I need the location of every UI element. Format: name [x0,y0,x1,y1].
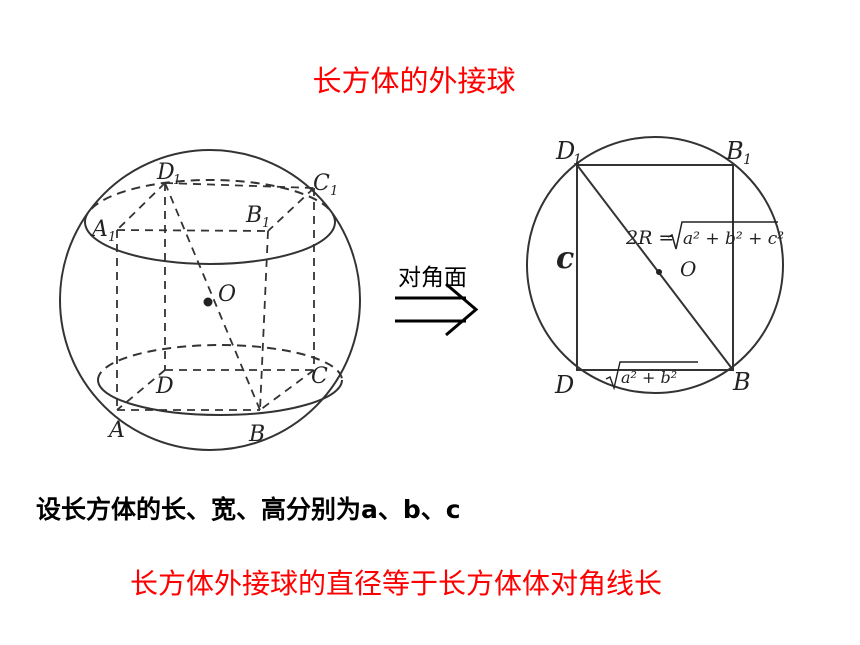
diagonal-formula-lhs: 2R = [625,227,674,249]
diagonal-radicand: a² + b² + c² [683,229,784,249]
label-A1-sub: 1 [108,230,116,245]
diagonal-rectangle [576,164,734,371]
center-point-O [203,297,213,307]
label-A: A [107,418,125,443]
right-figure-labels: D 1 B 1 D B O c 2R = a² + b² + c² a² + b… [554,137,784,399]
label-B1: B [245,203,262,228]
top-ellipse-front [84,221,336,265]
label-O-right: O [680,257,696,281]
bottom-radicand: a² + b² [621,368,677,387]
circumscribed-sphere [59,149,361,451]
rectangle-diagonal [576,164,734,371]
slide-title: 长方体的外接球 [312,64,516,98]
label-D1-right: D [555,137,575,165]
label-B-right: B [732,368,751,396]
top-ellipse-back [84,179,336,223]
side-c-label: c [556,241,574,276]
label-B: B [248,422,265,447]
cuboid-edges [116,182,315,411]
bottom-ellipse-front [97,379,343,416]
conclusion-text: 长方体外接球的直径等于长方体体对角线长 [130,567,663,600]
diagonal-sqrt-sign [667,221,778,250]
bottom-sqrt-sign [605,361,698,391]
cuboid-dimensions-statement: 设长方体的长、宽、高分别为a、b、c [36,495,461,524]
label-D1: D [156,160,175,185]
label-B1-right: B [725,137,744,165]
label-D1-right-sub: 1 [573,152,582,168]
label-D: D [155,374,174,399]
implies-arrow [395,282,479,337]
label-C: C [311,364,328,389]
label-B1-sub: 1 [262,216,270,231]
label-O: O [218,282,236,307]
label-D-right: D [554,371,574,399]
left-figure [59,149,361,451]
label-C1: C [313,171,330,196]
label-A1: A [90,217,108,242]
cross-section-circle [526,136,784,394]
arrow-label: 对角面 [398,265,467,291]
label-C1-sub: 1 [330,184,338,199]
right-figure [526,136,784,394]
bottom-ellipse-back [97,344,343,381]
label-B1-right-sub: 1 [743,152,752,168]
center-point-O-right [656,269,662,275]
label-D1-sub: 1 [173,173,181,188]
left-figure-labels: D 1 C 1 A 1 B 1 O D C A B [90,160,338,447]
